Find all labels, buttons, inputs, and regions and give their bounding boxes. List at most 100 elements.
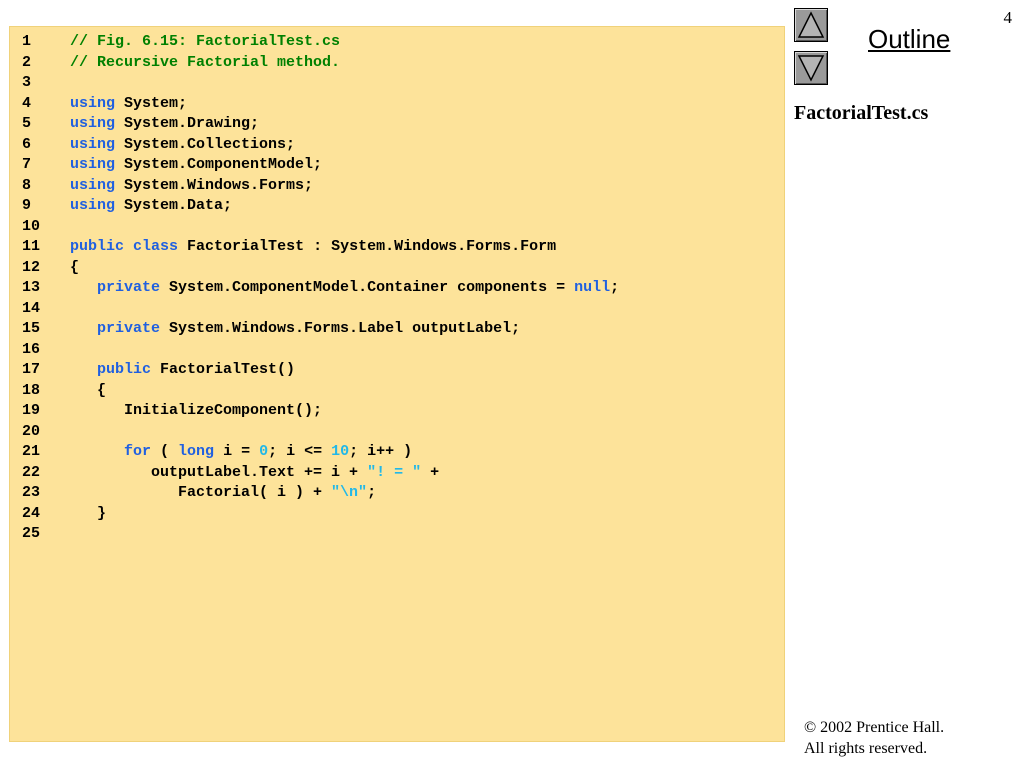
- code-token-plain: System.Windows.Forms.Label outputLabel;: [160, 320, 521, 337]
- code-line: 12 {: [22, 258, 619, 279]
- triangle-down-icon: [797, 55, 825, 82]
- code-token-keyword: using: [70, 115, 116, 132]
- code-token-keyword: public: [97, 361, 152, 378]
- line-number: 25: [22, 525, 41, 542]
- code-token-plain: InitializeComponent();: [70, 402, 323, 419]
- code-line: 13 private System.ComponentModel.Contain…: [22, 278, 619, 299]
- code-token-plain: System.Windows.Forms;: [115, 176, 314, 194]
- line-number: 17: [22, 361, 41, 378]
- code-token-comment: // Recursive Factorial method.: [70, 53, 341, 71]
- line-number: 2: [22, 53, 32, 71]
- code-line: 20: [22, 422, 619, 443]
- code-token-plain: i =: [214, 443, 260, 460]
- code-token-keyword: public: [70, 238, 125, 255]
- code-token-plain: [70, 361, 97, 378]
- line-number: 15: [22, 320, 41, 337]
- line-number: 16: [22, 340, 41, 358]
- code-token-plain: System.Data;: [115, 197, 233, 214]
- line-number: 9: [22, 197, 32, 214]
- code-token-plain: ; i++ ): [349, 443, 413, 460]
- code-token-plain: System.ComponentModel;: [115, 156, 323, 173]
- code-token-plain: System.Collections;: [115, 135, 296, 153]
- code-token-keyword: using: [70, 176, 116, 194]
- code-token-keyword: using: [70, 94, 116, 112]
- code-token-literal: 0: [259, 443, 269, 460]
- line-number: 11: [22, 238, 41, 255]
- code-token-keyword: class: [133, 238, 179, 255]
- code-line: 11 public class FactorialTest : System.Wi…: [22, 237, 619, 258]
- code-line: 24 }: [22, 504, 619, 525]
- code-token-plain: [70, 279, 97, 296]
- code-token-keyword: private: [97, 320, 161, 337]
- copyright-notice: © 2002 Prentice Hall. All rights reserve…: [804, 717, 944, 759]
- code-token-plain: }: [70, 504, 107, 522]
- code-token-plain: +: [421, 463, 440, 481]
- code-token-plain: [70, 320, 97, 337]
- code-token-keyword: long: [178, 443, 215, 460]
- previous-slide-button[interactable]: [794, 8, 828, 42]
- line-number: 13: [22, 279, 41, 296]
- code-line: 14: [22, 299, 619, 320]
- code-token-keyword: null: [574, 279, 611, 296]
- code-token-plain: FactorialTest(): [151, 361, 296, 378]
- outline-link[interactable]: Outline: [868, 24, 951, 54]
- code-token-plain: [70, 443, 124, 460]
- code-token-plain: outputLabel.Text += i +: [70, 463, 368, 481]
- code-line: 22 outputLabel.Text += i + "! = " +: [22, 463, 619, 484]
- line-number: 4: [22, 94, 32, 112]
- code-token-literal: "! = ": [367, 463, 422, 481]
- code-line: 19 InitializeComponent();: [22, 401, 619, 422]
- copyright-line: © 2002 Prentice Hall.: [804, 719, 945, 736]
- line-number: 12: [22, 258, 41, 276]
- line-number: 24: [22, 504, 41, 522]
- next-slide-button[interactable]: [794, 51, 828, 85]
- code-token-plain: [124, 238, 133, 255]
- code-token-plain: System.ComponentModel.Container componen…: [160, 279, 575, 296]
- line-number: 21: [22, 443, 41, 460]
- code-line: 10: [22, 217, 619, 238]
- triangle-up-icon: [797, 11, 825, 38]
- line-number: 22: [22, 463, 41, 481]
- code-token-plain: {: [70, 381, 107, 399]
- code-token-comment: // Fig. 6.15: FactorialTest.cs: [70, 33, 341, 50]
- code-line: 3: [22, 73, 619, 94]
- line-number: 6: [22, 135, 32, 153]
- line-number: 20: [22, 422, 41, 440]
- code-token-keyword: private: [97, 279, 161, 296]
- slide-number: 4: [1003, 8, 1013, 27]
- code-line: 4 using System;: [22, 94, 619, 115]
- code-line: 15 private System.Windows.Forms.Label ou…: [22, 319, 619, 340]
- line-number: 19: [22, 402, 41, 419]
- code-line: 18 {: [22, 381, 619, 402]
- code-token-plain: {: [70, 258, 80, 276]
- code-token-plain: (: [151, 443, 179, 460]
- code-token-keyword: for: [124, 443, 152, 460]
- line-number: 8: [22, 176, 32, 194]
- code-token-plain: System;: [115, 94, 188, 112]
- code-token-plain: Factorial( i ) +: [70, 484, 332, 501]
- code-line: 17 public FactorialTest(): [22, 360, 619, 381]
- code-token-literal: 10: [331, 443, 350, 460]
- code-token-plain: System.Drawing;: [115, 115, 260, 132]
- line-number: 5: [22, 115, 32, 132]
- line-number: 3: [22, 74, 32, 91]
- line-number: 23: [22, 484, 41, 501]
- code-token-plain: FactorialTest : System.Windows.Forms.For…: [178, 238, 557, 255]
- code-token-keyword: using: [70, 197, 116, 214]
- file-name-label: FactorialTest.cs: [794, 102, 929, 124]
- code-token-plain: ; i <=: [268, 443, 332, 460]
- rights-line: All rights reserved.: [804, 740, 928, 757]
- line-number: 18: [22, 381, 41, 399]
- code-line: 5 using System.Drawing;: [22, 114, 619, 135]
- code-line: 2 // Recursive Factorial method.: [22, 53, 619, 74]
- code-line: 25: [22, 524, 619, 545]
- code-token-plain: ;: [610, 279, 620, 296]
- code-token-keyword: using: [70, 135, 116, 153]
- line-number: 7: [22, 156, 32, 173]
- code-line: 9 using System.Data;: [22, 196, 619, 217]
- code-token-plain: ;: [367, 484, 377, 501]
- code-line: 1// Fig. 6.15: FactorialTest.cs: [22, 32, 619, 53]
